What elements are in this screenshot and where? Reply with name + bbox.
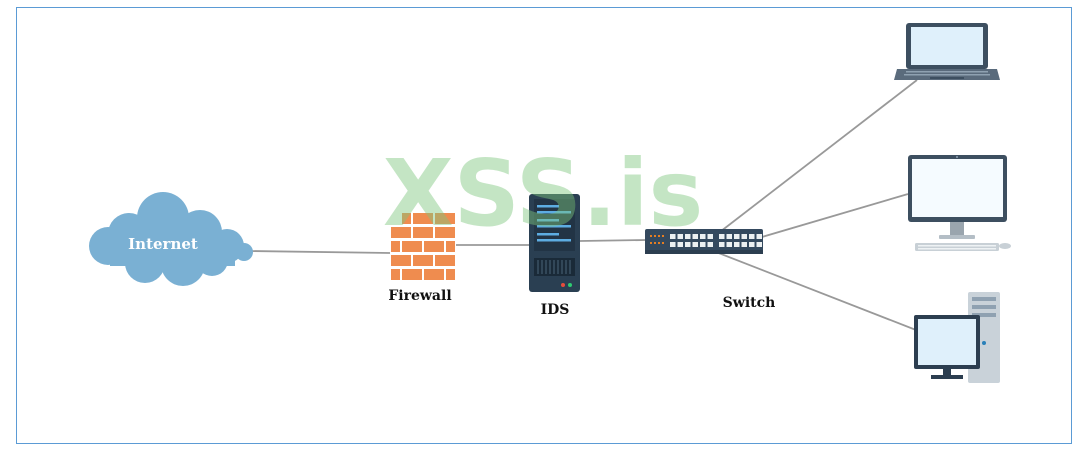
switch-port bbox=[734, 242, 740, 247]
switch-port bbox=[756, 234, 762, 239]
internet-label: Internet bbox=[128, 235, 198, 253]
server-icon bbox=[529, 194, 580, 292]
desktop-pc-icon bbox=[914, 292, 1000, 383]
switch-port bbox=[719, 242, 725, 247]
switch-port bbox=[700, 242, 706, 247]
switch-port bbox=[677, 242, 683, 247]
monitor-node bbox=[908, 155, 1011, 251]
edge-switch-desktop bbox=[715, 251, 917, 331]
switch-port bbox=[741, 234, 747, 239]
firewall-label: Firewall bbox=[388, 288, 451, 304]
ids-node: IDS bbox=[529, 194, 580, 318]
switch-port bbox=[685, 242, 691, 247]
switch-port bbox=[707, 234, 713, 239]
ids-label: IDS bbox=[541, 302, 570, 318]
switch-port bbox=[670, 234, 676, 239]
switch-port bbox=[670, 242, 676, 247]
switch-port bbox=[734, 234, 740, 239]
switch-port bbox=[726, 242, 732, 247]
switch-port bbox=[749, 234, 755, 239]
monitor-icon bbox=[908, 155, 1011, 251]
edge-switch-laptop bbox=[715, 79, 918, 236]
switch-port bbox=[685, 234, 691, 239]
switch-port bbox=[700, 234, 706, 239]
cloud-icon bbox=[89, 192, 253, 286]
connections bbox=[247, 79, 918, 331]
laptop-icon bbox=[894, 23, 1000, 80]
switch-port bbox=[756, 242, 762, 247]
laptop-node bbox=[894, 23, 1000, 80]
brick-wall-icon bbox=[391, 213, 455, 280]
switch-port bbox=[719, 234, 725, 239]
edge-internet-firewall bbox=[247, 250, 391, 254]
switch-node: Switch bbox=[645, 229, 775, 311]
edge-switch-monitor bbox=[761, 193, 909, 238]
switch-port bbox=[749, 242, 755, 247]
watermark-text: XSS.is bbox=[383, 140, 704, 247]
network-switch-icon bbox=[645, 229, 763, 254]
internet-node: Internet bbox=[89, 192, 253, 286]
switch-port bbox=[707, 242, 713, 247]
firewall-node: Firewall bbox=[388, 213, 455, 304]
edge-ids-switch bbox=[579, 239, 647, 242]
switch-label: Switch bbox=[723, 295, 776, 311]
switch-port bbox=[677, 234, 683, 239]
switch-port bbox=[692, 242, 698, 247]
desktop-node bbox=[914, 292, 1000, 383]
switch-port bbox=[692, 234, 698, 239]
switch-port bbox=[726, 234, 732, 239]
switch-port bbox=[741, 242, 747, 247]
